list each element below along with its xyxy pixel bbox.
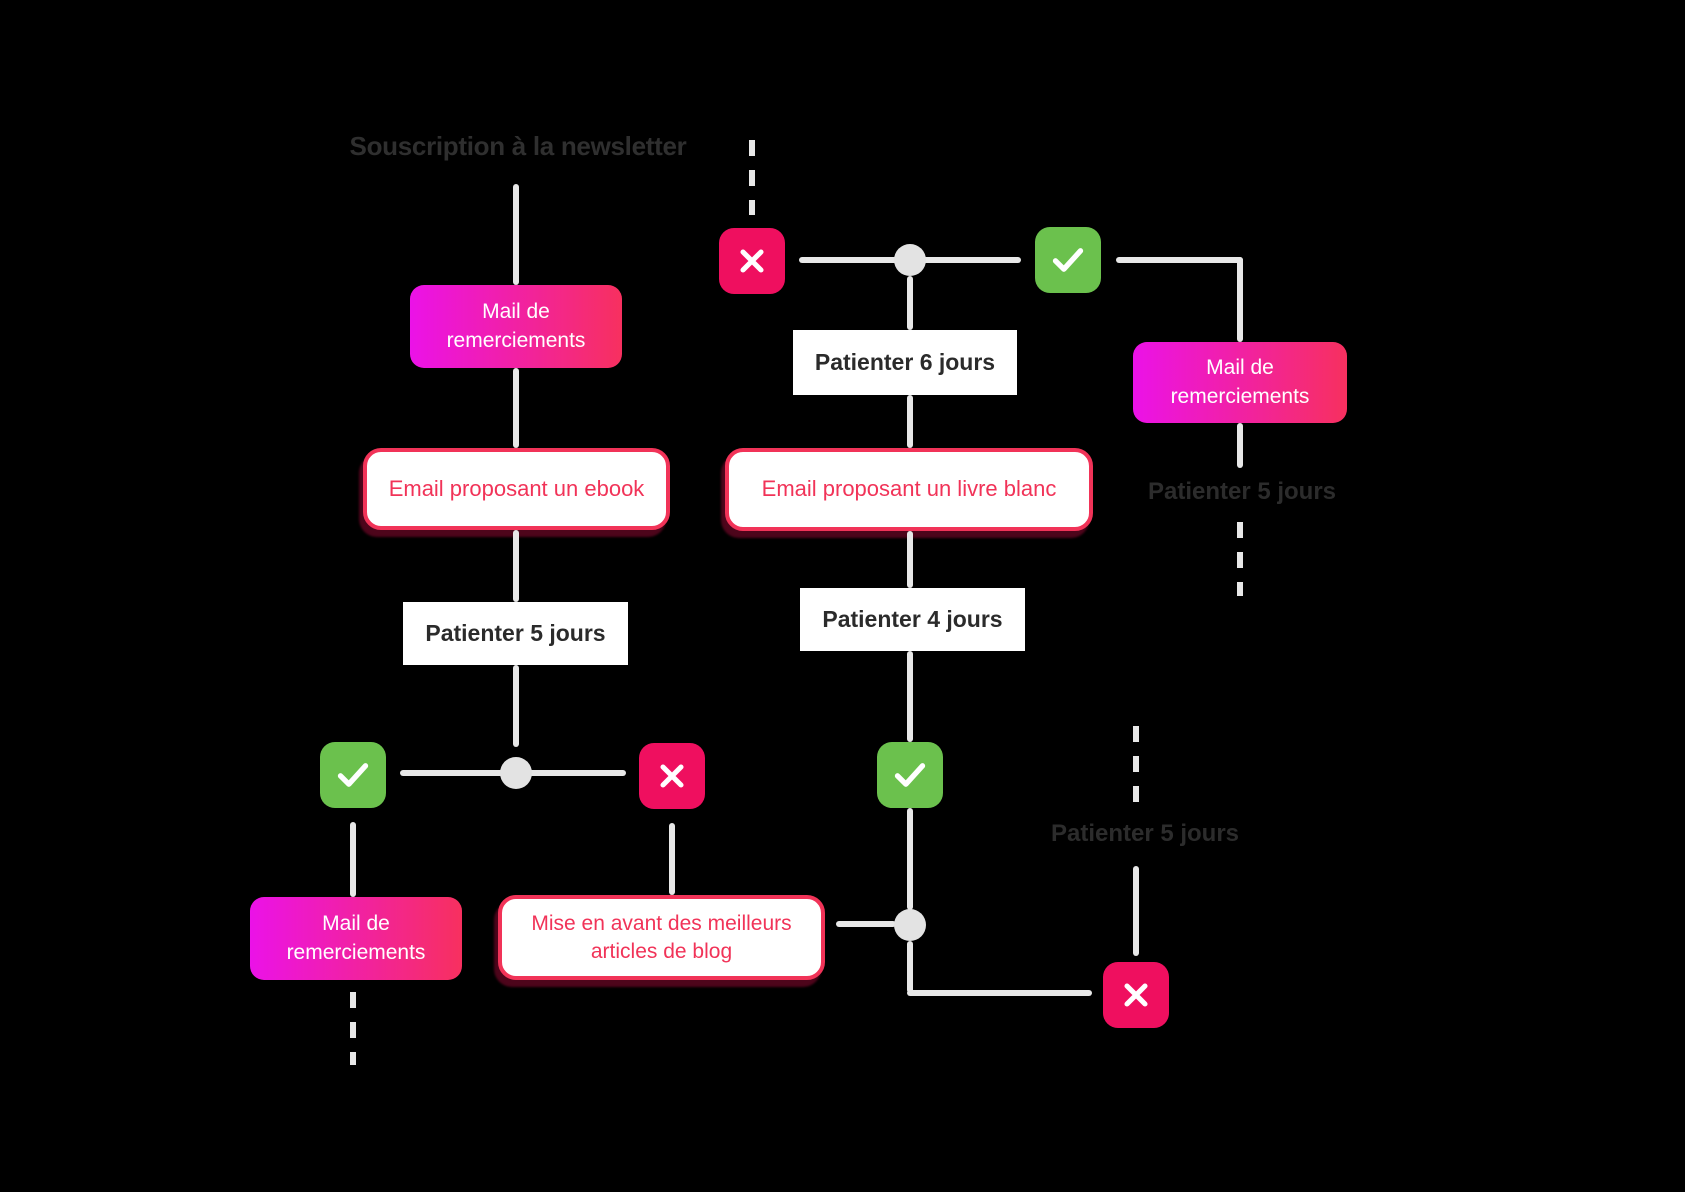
node-wait-5-days: Patienter 5 jours <box>403 602 628 665</box>
success-square-middle <box>877 742 943 808</box>
connector-mail3-down <box>1237 423 1243 468</box>
connector-dashed-top <box>749 140 755 215</box>
junction-dot-top <box>894 244 926 276</box>
node-label: Mail de remerciements <box>1170 356 1310 408</box>
node-label: Patienter 4 jours <box>822 606 1003 632</box>
connector-no-to-articles <box>669 823 675 895</box>
node-best-articles: Mise en avant des meilleurs articles de … <box>498 895 825 980</box>
connector-yes-to-junction <box>907 808 913 910</box>
node-label: Mise en avant des meilleurs articles de … <box>531 912 792 963</box>
node-wait-4-days: Patienter 4 jours <box>800 588 1025 651</box>
connector-wait6-to-whitepaper <box>907 395 913 448</box>
ghost-wait-5-days-right: Patienter 5 jours <box>1147 478 1337 505</box>
connector-dashed-right <box>1237 522 1243 596</box>
reject-square-bottom <box>1103 962 1169 1028</box>
connector-ghost-to-no <box>1133 866 1139 956</box>
cross-icon <box>1124 983 1148 1007</box>
junction-dot-left <box>500 757 532 789</box>
node-mail-thanks-3: Mail de remerciements <box>1133 342 1347 423</box>
connector-whitepaper-to-wait4 <box>907 531 913 588</box>
node-mail-thanks-2: Mail de remerciements <box>250 897 462 980</box>
connector-yes-elbow-h <box>1116 257 1243 263</box>
connector-dashed-below-mail2 <box>350 992 356 1065</box>
connector-junction-elbow-v <box>907 941 913 993</box>
page-title: Souscription à la newsletter <box>349 131 687 161</box>
connector-wait5-to-branch <box>513 665 519 747</box>
connector-dot-to-wait6 <box>907 276 913 330</box>
cross-icon <box>660 764 684 788</box>
connector-wait4-to-yes <box>907 651 913 742</box>
node-email-whitepaper: Email proposant un livre blanc <box>725 448 1093 531</box>
check-icon <box>1052 248 1084 272</box>
connector-mail1-to-ebook <box>513 368 519 448</box>
connector-dashed-bottom-right <box>1133 726 1139 803</box>
node-label: Mail de remerciements <box>286 912 426 964</box>
check-icon <box>337 763 369 787</box>
junction-dot-bottom <box>894 909 926 941</box>
node-label: Patienter 5 jours <box>425 620 606 646</box>
reject-square-left <box>639 743 705 809</box>
node-label: Mail de remerciements <box>446 300 586 352</box>
node-label: Email proposant un livre blanc <box>761 476 1057 502</box>
connector-ebook-to-wait5 <box>513 530 519 602</box>
node-label: Patienter 6 jours <box>814 349 996 375</box>
connector-title-to-mail1 <box>513 184 519 285</box>
node-mail-thanks-1: Mail de remerciements <box>410 285 622 368</box>
success-square-left <box>320 742 386 808</box>
reject-square-top <box>719 228 785 294</box>
success-square-top <box>1035 227 1101 293</box>
node-email-ebook: Email proposant un ebook <box>363 448 670 530</box>
node-label: Email proposant un ebook <box>388 475 645 501</box>
connector-junction-elbow-h <box>907 990 1092 996</box>
node-wait-6-days: Patienter 6 jours <box>793 330 1017 395</box>
check-icon <box>894 763 926 787</box>
ghost-wait-5-days-bottom: Patienter 5 jours <box>1050 820 1240 847</box>
cross-icon <box>740 249 764 273</box>
connector-yes-to-mail2 <box>350 822 356 897</box>
connector-yes-elbow-v <box>1237 257 1243 342</box>
connector-junction-to-articles <box>836 921 896 927</box>
